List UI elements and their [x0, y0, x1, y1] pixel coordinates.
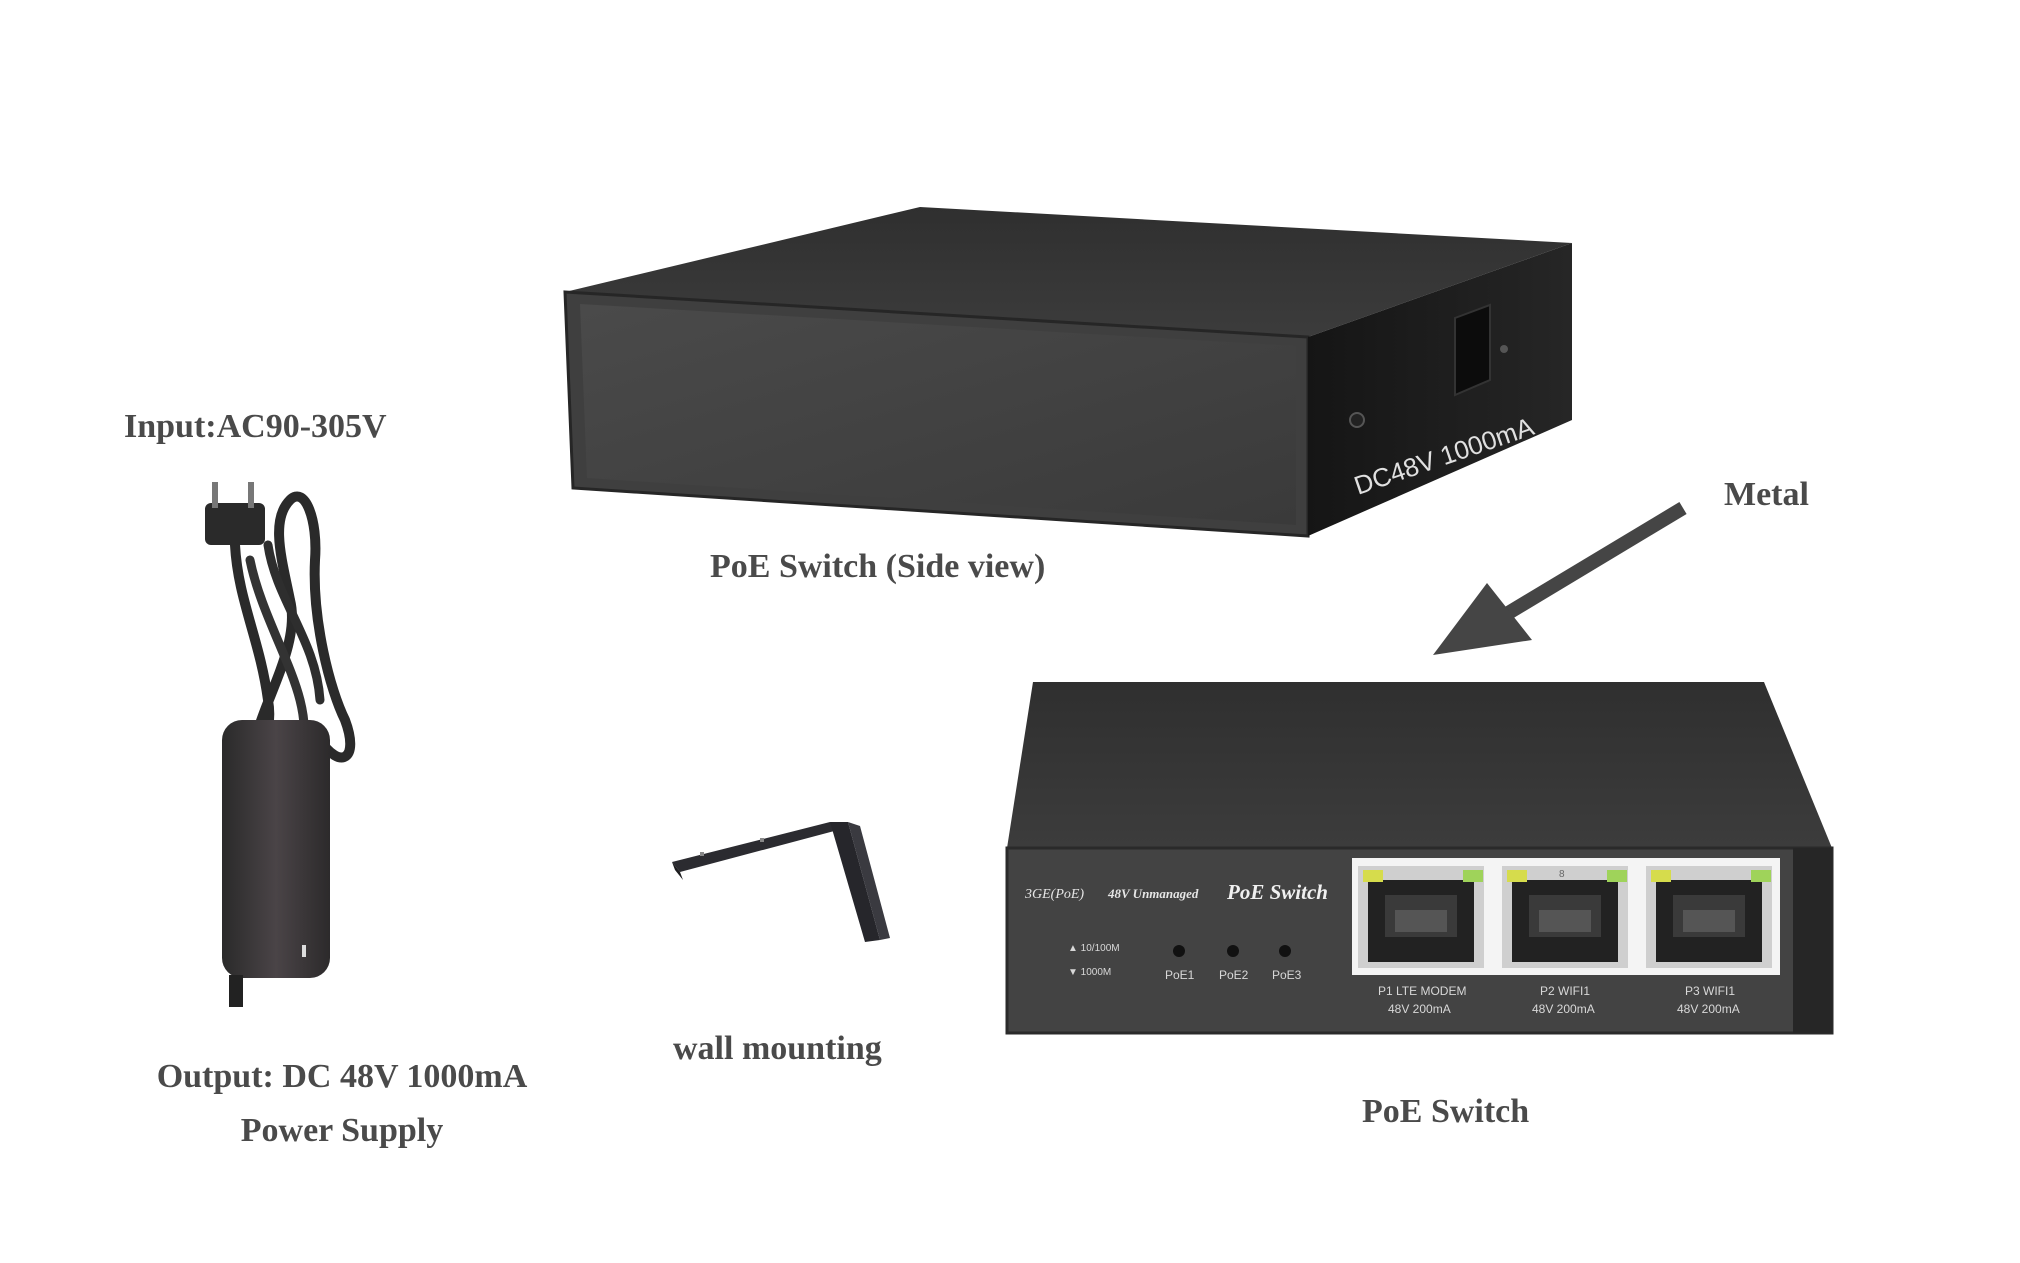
brand-label: 3GE(PoE) — [1024, 887, 1084, 902]
dc-jack — [1454, 303, 1491, 397]
power-cable — [230, 491, 356, 763]
subtitle-label: 48V Unmanaged — [1107, 886, 1199, 901]
port-3-name: P3 WIFI1 — [1685, 984, 1735, 998]
poe3-label: PoE3 — [1272, 968, 1302, 982]
port-1-power: 48V 200mA — [1388, 1002, 1451, 1016]
output-caption-line2: Power Supply — [240, 1112, 444, 1149]
metal-caption: Metal — [1724, 476, 1809, 513]
plug-head — [205, 503, 265, 545]
front-view-switch: 3GE(PoE) 48V Unmanaged PoE Switch ▲ 10/1… — [1005, 682, 1834, 1035]
front-switch-top — [1007, 682, 1832, 848]
poe3-led — [1279, 945, 1291, 957]
speed-down-legend: ▼ 1000M — [1068, 967, 1111, 978]
input-caption: Input:AC90-305V — [124, 408, 387, 445]
side-view-caption: PoE Switch (Side view) — [710, 548, 1046, 585]
rj45-port-3[interactable] — [1646, 866, 1772, 968]
poe1-led — [1173, 945, 1185, 957]
output-caption: Output: DC 48V 1000mA Power Supply — [112, 1050, 572, 1158]
port-number: 8 — [1559, 869, 1565, 880]
wall-mounting-caption: wall mounting — [673, 1030, 882, 1067]
poe-switch-caption: PoE Switch — [1362, 1093, 1530, 1130]
speed-up-legend: ▲ 10/100M — [1068, 943, 1120, 954]
port-2-power: 48V 200mA — [1532, 1002, 1595, 1016]
rj45-port-2[interactable]: 8 — [1502, 866, 1628, 968]
side-view-switch: DC48V 1000mA — [563, 207, 1572, 538]
wall-bracket — [672, 822, 890, 942]
poe2-label: PoE2 — [1219, 968, 1249, 982]
port-1-name: P1 LTE MODEM — [1378, 984, 1466, 998]
poe-led-group: PoE1 PoE2 PoE3 — [1165, 945, 1302, 982]
port-3-power: 48V 200mA — [1677, 1002, 1740, 1016]
arrow-head — [1433, 583, 1532, 655]
power-adapter — [205, 482, 356, 1007]
poe1-label: PoE1 — [1165, 968, 1195, 982]
port-2-name: P2 WIFI1 — [1540, 984, 1590, 998]
adapter-brick — [222, 720, 330, 978]
side-switch-end-face — [1308, 243, 1572, 536]
metal-arrow — [1433, 502, 1687, 655]
rj45-port-1[interactable] — [1358, 866, 1484, 968]
poe2-led — [1227, 945, 1239, 957]
output-caption-line1: Output: DC 48V 1000mA — [156, 1058, 528, 1095]
side-switch-top — [565, 207, 1572, 337]
model-label: PoE Switch — [1226, 880, 1328, 904]
